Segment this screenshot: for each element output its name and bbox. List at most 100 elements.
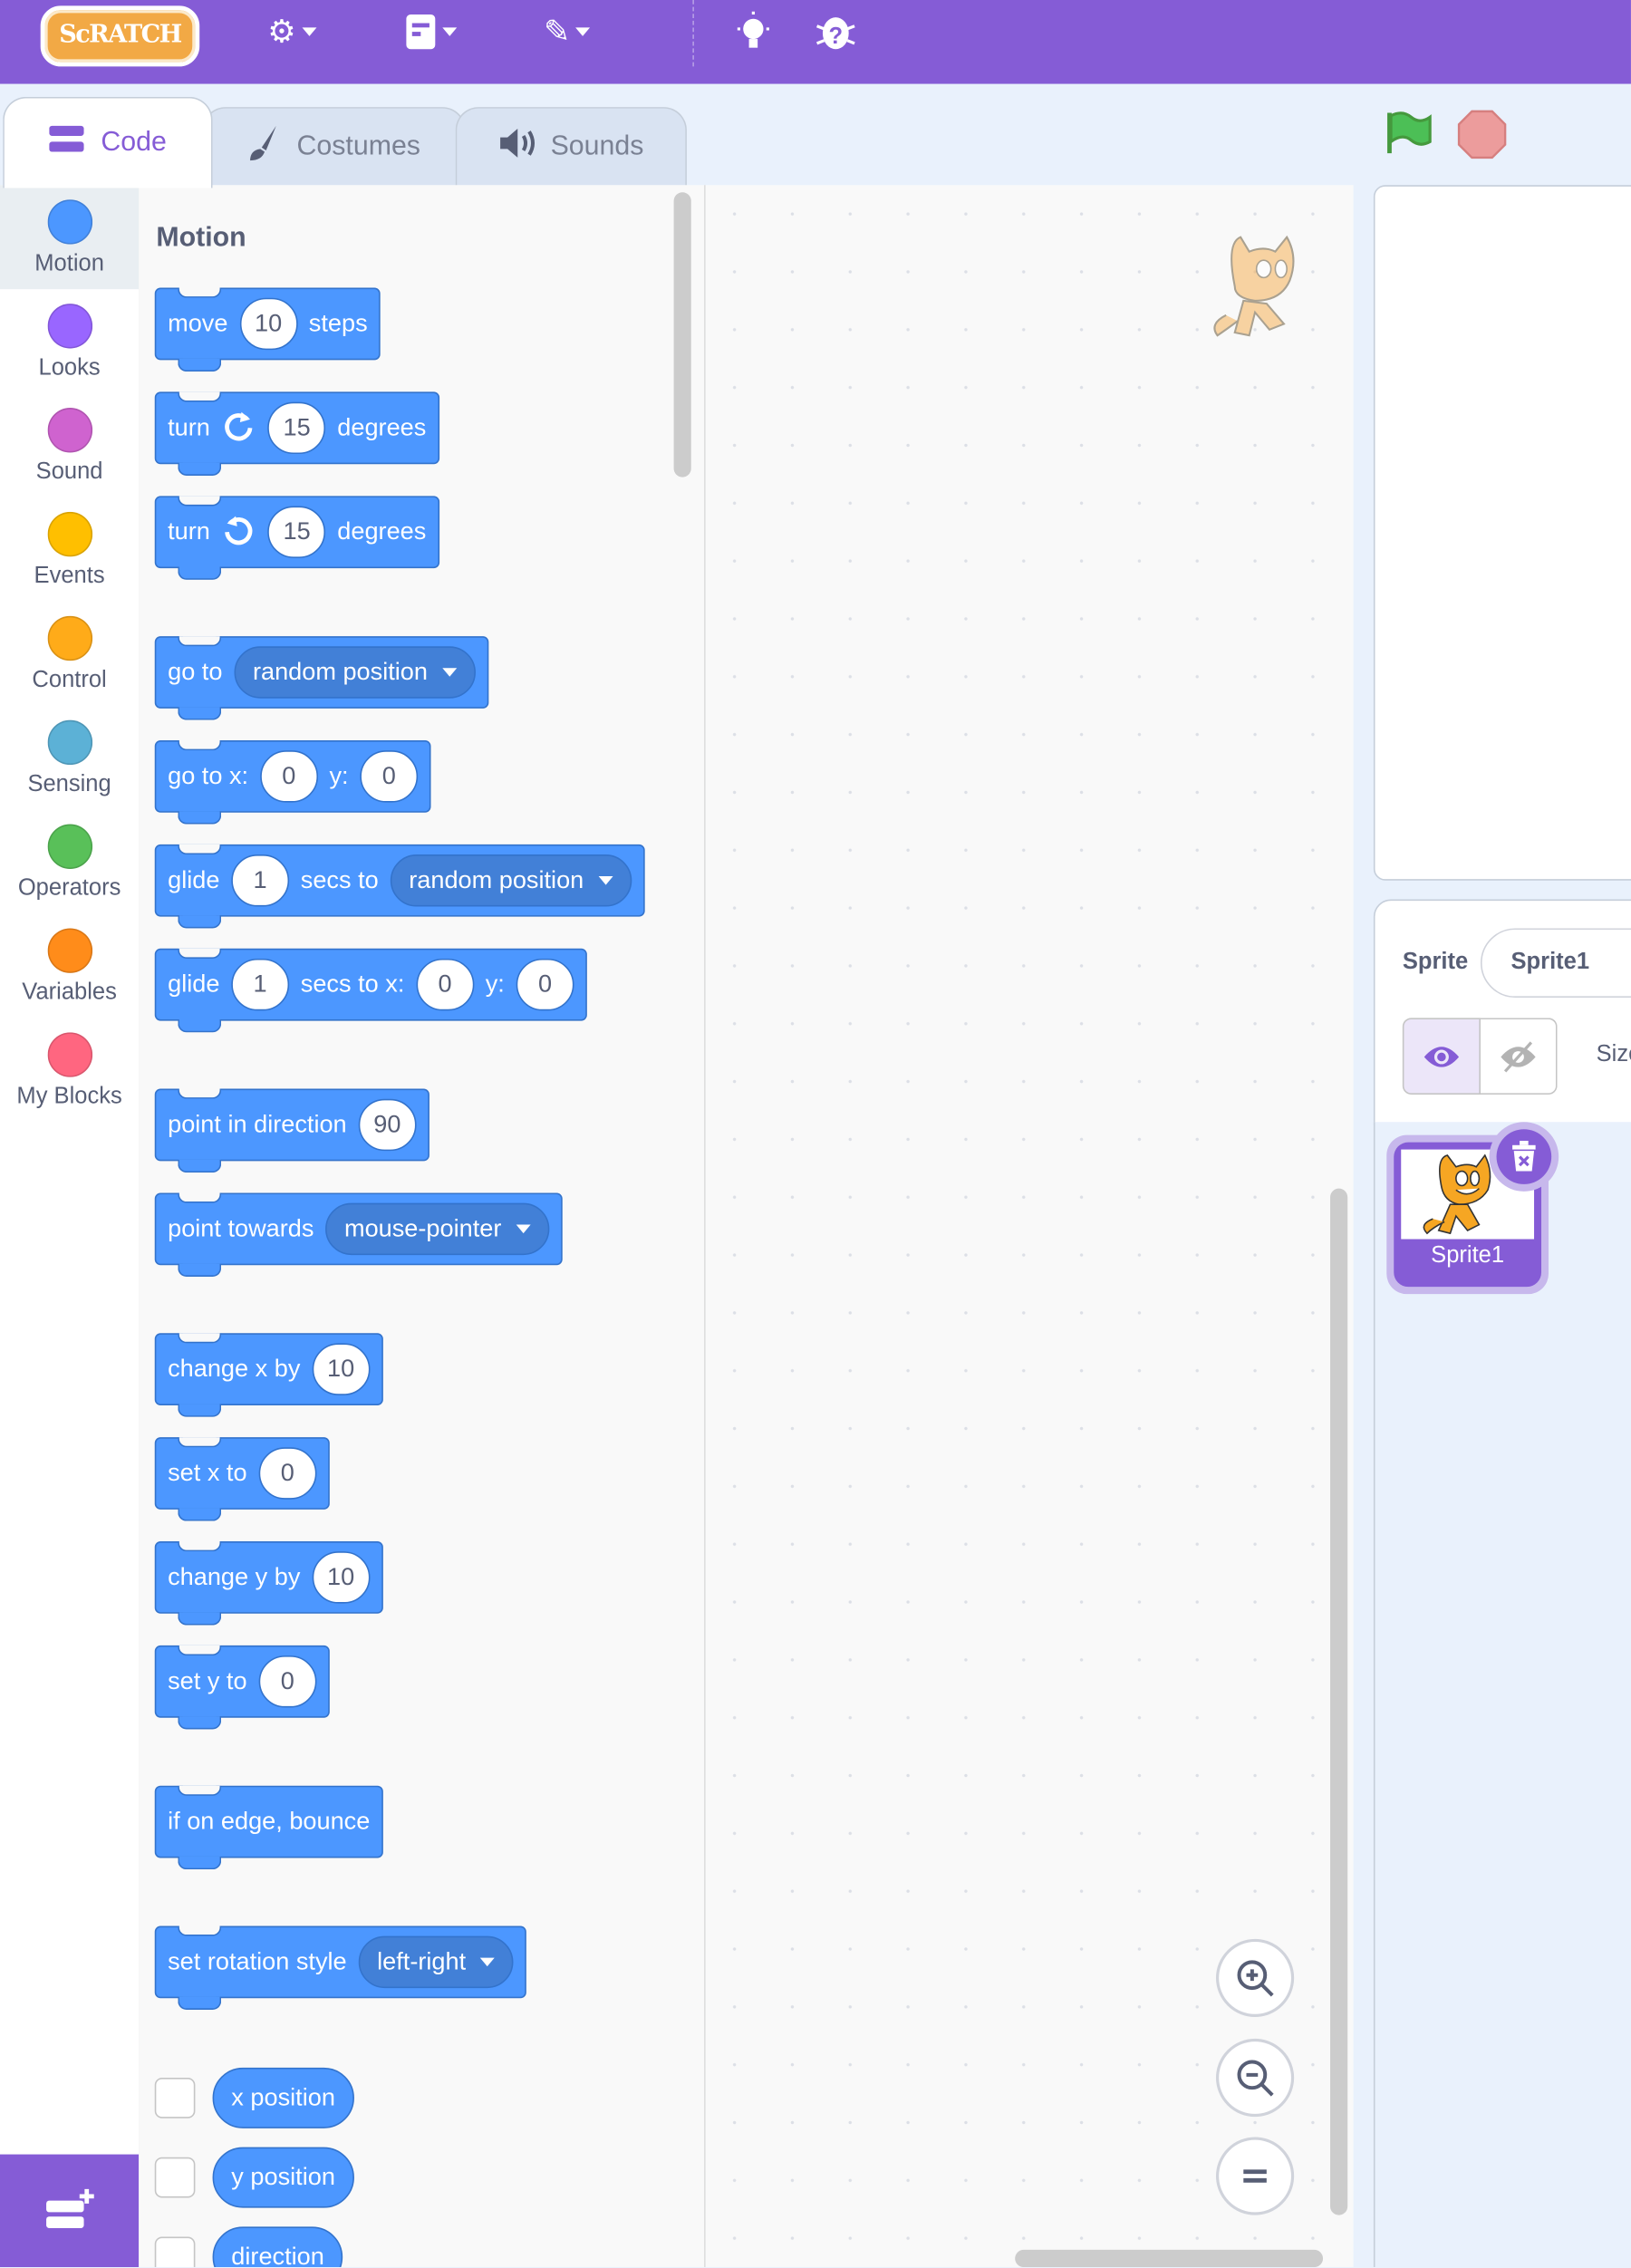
block-number-input[interactable]: 0 — [258, 1655, 317, 1708]
zoom-out-button[interactable] — [1215, 2038, 1295, 2118]
block-text: turn — [168, 517, 210, 545]
stop-icon — [1457, 110, 1507, 159]
sprite-watermark-cat — [1213, 235, 1295, 337]
reporter-checkbox[interactable] — [154, 2157, 196, 2198]
block-number-input[interactable]: 10 — [312, 1343, 371, 1395]
stage-canvas[interactable] — [1373, 185, 1631, 881]
reporter-direction[interactable]: direction — [212, 2226, 343, 2268]
block-number-input[interactable]: 0 — [360, 750, 419, 803]
block-number-input[interactable]: 10 — [239, 297, 298, 351]
caret-down-icon — [441, 668, 457, 677]
category-color-dot — [46, 928, 92, 973]
block-number-input[interactable]: 0 — [258, 1447, 317, 1500]
palette-scrollbar[interactable] — [673, 192, 691, 478]
category-control[interactable]: Control — [0, 602, 139, 706]
block-number-input[interactable]: 90 — [358, 1098, 417, 1152]
sprite-list: Sprite1 — [1373, 1122, 1631, 2268]
category-motion[interactable]: Motion — [0, 185, 140, 290]
script-vertical-scrollbar[interactable] — [1330, 1188, 1348, 2215]
category-color-dot — [46, 199, 92, 245]
add-extension-icon — [46, 2188, 94, 2228]
category-label: My Blocks — [16, 1084, 122, 1109]
edit-menu[interactable]: ✎ — [544, 12, 591, 53]
block-text: point in direction — [168, 1110, 347, 1138]
block-number-input[interactable]: 10 — [312, 1551, 371, 1604]
block-point-in-direction[interactable]: point in direction 90 — [154, 1088, 429, 1173]
block-text: y: — [485, 970, 505, 999]
block-dropdown[interactable]: random position — [390, 854, 632, 907]
block-number-input[interactable]: 0 — [416, 958, 474, 1011]
code-icon — [48, 123, 86, 164]
show-sprite-button[interactable] — [1402, 1018, 1481, 1095]
stop-button[interactable] — [1457, 110, 1507, 166]
category-label: Sound — [35, 459, 103, 485]
category-my-blocks[interactable]: My Blocks — [0, 1018, 139, 1122]
block-go-to[interactable]: go to random position — [154, 636, 488, 720]
block-set-rotation-style[interactable]: set rotation style left-right — [154, 1925, 527, 2011]
delete-sprite-button[interactable] — [1489, 1122, 1559, 1192]
category-operators[interactable]: Operators — [0, 810, 139, 914]
category-variables[interactable]: Variables — [0, 913, 139, 1018]
script-horizontal-scrollbar[interactable] — [1015, 2249, 1324, 2268]
category-sensing[interactable]: Sensing — [0, 706, 139, 810]
block-text: degrees — [337, 517, 427, 545]
block-text: set rotation style — [168, 1947, 347, 1975]
green-flag-button[interactable] — [1385, 110, 1434, 163]
tab-sounds[interactable]: Sounds — [455, 107, 687, 187]
reporter-y-position[interactable]: y position — [212, 2147, 354, 2208]
category-color-dot — [46, 824, 92, 870]
paintbrush-icon — [247, 124, 282, 170]
block-number-input[interactable]: 1 — [231, 958, 290, 1011]
reporter-checkbox[interactable] — [154, 2236, 196, 2268]
settings-menu[interactable]: ⚙ — [267, 12, 317, 53]
scratch-logo[interactable]: ScRATCH — [40, 5, 200, 67]
block-number-input[interactable]: 15 — [267, 506, 326, 558]
category-label: Control — [32, 668, 107, 693]
block-dropdown[interactable]: left-right — [358, 1935, 514, 1989]
reporter-checkbox[interactable] — [154, 2078, 196, 2118]
sprite-tile[interactable]: Sprite1 — [1386, 1122, 1559, 1295]
file-icon — [406, 14, 436, 50]
block-turn-left[interactable]: turn 15 degrees — [154, 496, 439, 580]
block-if-on-edge-bounce[interactable]: if on edge, bounce — [154, 1785, 383, 1870]
category-looks[interactable]: Looks — [0, 289, 139, 393]
rotate-right-icon — [222, 407, 256, 449]
tab-code[interactable]: Code — [3, 96, 213, 188]
block-text: glide — [168, 865, 220, 894]
sprite-name-input[interactable]: Sprite1 — [1480, 928, 1631, 999]
reporter-x-position[interactable]: x position — [212, 2067, 354, 2128]
category-sound[interactable]: Sound — [0, 393, 139, 497]
zoom-reset-button[interactable] — [1215, 2137, 1295, 2215]
category-events[interactable]: Events — [0, 497, 139, 602]
sprite-info-panel: Sprite Sprite1 Size — [1373, 899, 1631, 1125]
block-number-input[interactable]: 0 — [259, 750, 318, 803]
dropdown-value: left-right — [377, 1947, 467, 1975]
debug-button[interactable]: ? — [813, 12, 859, 53]
tutorials-button[interactable] — [735, 11, 772, 53]
zoom-in-button[interactable] — [1215, 1938, 1295, 2018]
block-text: y: — [329, 761, 349, 790]
file-menu[interactable] — [405, 12, 458, 53]
add-extension-button[interactable] — [0, 2154, 140, 2268]
block-number-input[interactable]: 1 — [231, 854, 290, 907]
gear-icon: ⚙ — [267, 13, 296, 50]
block-text: go to — [168, 658, 223, 686]
tab-costumes[interactable]: Costumes — [202, 107, 466, 187]
block-dropdown[interactable]: random position — [234, 646, 476, 699]
script-area[interactable] — [705, 185, 1354, 2268]
block-dropdown[interactable]: mouse-pointer — [325, 1202, 550, 1256]
hide-sprite-button[interactable] — [1480, 1018, 1558, 1095]
block-number-input[interactable]: 0 — [516, 958, 574, 1011]
block-number-input[interactable]: 15 — [267, 401, 326, 455]
